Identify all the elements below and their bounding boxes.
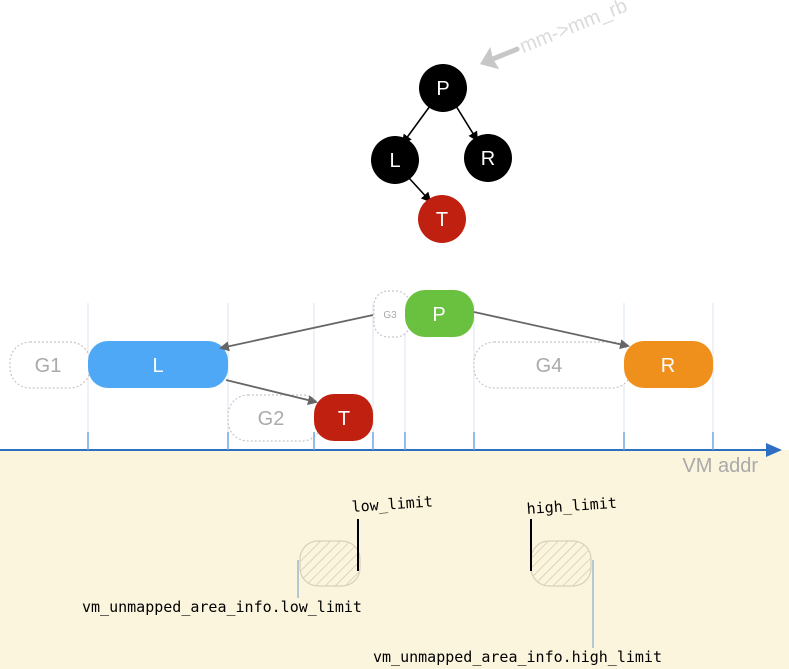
tree-node-r-label: R — [481, 148, 495, 170]
root-pointer-label: mm->mm_rb — [517, 0, 631, 58]
vm-address-axis-label: VM addr — [682, 455, 758, 477]
edge-p-r — [455, 105, 479, 142]
gap-g2-label: G2 — [258, 408, 285, 430]
tree-node-l-label: L — [389, 150, 400, 172]
vma-t: T — [314, 394, 373, 441]
low-limit-caption: vm_unmapped_area_info.low_limit — [82, 598, 362, 616]
tree-node-p-label: P — [436, 78, 449, 100]
gap-g1-label: G1 — [35, 355, 62, 377]
vma-l-label: L — [152, 355, 163, 377]
vma-r-label: R — [661, 355, 675, 377]
tree-node-l: L — [371, 136, 419, 184]
tree-node-p: P — [419, 64, 467, 112]
gap-g2: G2 — [227, 394, 323, 442]
low-limit-window: low_limit vm_unmapped_area_info.low_limi… — [82, 492, 433, 616]
vma-t-label: T — [338, 408, 350, 430]
gap-g3-label: G3 — [383, 310, 397, 321]
vma-r: R — [624, 341, 713, 388]
vma-l: L — [88, 341, 228, 388]
low-limit-label: low_limit — [351, 492, 433, 516]
vm-address-axis: VM addr — [0, 432, 782, 477]
gap-g4-label: G4 — [536, 355, 563, 377]
edge-p-l — [401, 105, 431, 145]
tree-node-t-label: T — [436, 209, 448, 231]
gap-g4: G4 — [473, 341, 633, 389]
tree-node-t: T — [418, 195, 466, 243]
rbtree: P L R T mm->mm_rb — [371, 0, 631, 243]
gap-g1: G1 — [9, 341, 91, 389]
vma-p-label: P — [432, 304, 445, 326]
vma-p: P — [405, 290, 474, 337]
root-pointer: mm->mm_rb — [479, 0, 631, 70]
limits-panel — [0, 450, 789, 669]
gap-g3: G3 — [373, 290, 411, 338]
link-l-t — [225, 379, 318, 405]
link-p-l — [219, 314, 374, 352]
edge-l-t — [408, 177, 432, 203]
vma-layout: G1 G2 G3 G4 L T P R — [0, 290, 782, 477]
link-p-r — [473, 311, 630, 350]
tree-node-r: R — [464, 134, 512, 182]
high-limit-caption: vm_unmapped_area_info.high_limit — [373, 648, 662, 666]
